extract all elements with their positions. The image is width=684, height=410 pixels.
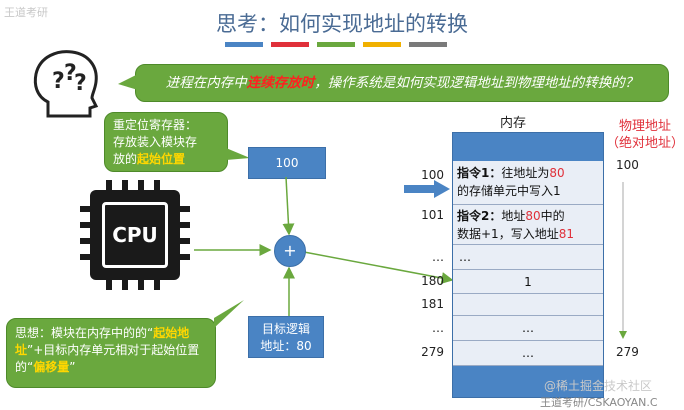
physical-label-line2: （绝对地址） xyxy=(606,136,684,151)
physical-label-line1: 物理地址 xyxy=(618,119,671,134)
svg-text:?: ? xyxy=(64,61,77,86)
cpu-pin xyxy=(180,238,190,244)
stripe-gray xyxy=(409,42,447,47)
instr1-text-a: 往地址为 xyxy=(501,166,550,180)
instr2-label: 指令2： xyxy=(457,209,502,223)
address-label: 100 xyxy=(421,168,444,182)
memory-cell-101: 指令2：地址80中的数据+1，写入地址81 xyxy=(453,205,603,245)
instr2-text-c: 数据+1，写入地址 xyxy=(457,227,559,241)
address-label: 180 xyxy=(421,274,444,288)
svg-text:?: ? xyxy=(52,69,65,94)
reloc-note-highlight: 起始位置 xyxy=(137,152,186,166)
cpu-pin xyxy=(80,254,90,260)
relocation-register-box: 100 xyxy=(248,147,326,179)
adder-circle: + xyxy=(274,235,306,267)
cpu-pin xyxy=(180,254,190,260)
thinking-head-icon: ? ? ? xyxy=(33,50,99,118)
title-underline-stripes xyxy=(225,42,447,47)
instr2-num2: 81 xyxy=(558,227,574,241)
address-label: 181 xyxy=(421,297,444,311)
watermark-juejin: @稀土掘金技术社区 xyxy=(544,379,653,393)
memory-cell-ellipsis: … xyxy=(453,245,603,270)
physical-address-top: 100 xyxy=(616,158,639,172)
logical-address-box: 目标逻辑 地址：80 xyxy=(248,316,324,358)
address-label: 279 xyxy=(421,345,444,359)
cpu-pin xyxy=(138,180,144,190)
idea-note-pointer xyxy=(214,300,244,328)
stripe-yellow xyxy=(363,42,401,47)
cpu-pin xyxy=(154,180,160,190)
question-highlight: 连续存放时 xyxy=(246,75,315,91)
question-suffix: ，操作系统是如何实现逻辑地址到物理地址的转换的？ xyxy=(314,75,639,91)
logical-addr-line1: 目标逻辑 xyxy=(261,322,310,336)
cpu-pin xyxy=(80,206,90,212)
instr2-num: 80 xyxy=(525,209,541,223)
address-label: … xyxy=(432,321,444,335)
instr2-text-b: 中的 xyxy=(540,209,565,223)
physical-address-bottom: 279 xyxy=(616,345,639,359)
reloc-note-pointer xyxy=(226,148,250,160)
idea-note: 思想：模块在内存中的的“起始地址”+目标内存单元相对于起始位置的“偏移量” xyxy=(6,318,216,388)
cpu-pin xyxy=(138,280,144,290)
idea-prefix: 思想：模块在内存中的的“ xyxy=(15,326,154,340)
relocation-register-note: 重定位寄存器： 存放装入模块存 放的起始位置 xyxy=(104,112,228,172)
memory-label: 内存 xyxy=(500,116,527,131)
corner-logo: 王道考研 xyxy=(4,6,48,19)
cpu-pin xyxy=(180,222,190,228)
cpu-pin xyxy=(80,238,90,244)
cpu-pin xyxy=(180,206,190,212)
physical-address-label: 物理地址 （绝对地址） xyxy=(606,118,684,152)
cpu-pins xyxy=(80,180,190,290)
stripe-blue xyxy=(225,42,263,47)
cpu-pin xyxy=(106,180,112,190)
instr1-label: 指令1： xyxy=(457,166,502,180)
instr2-text-a: 地址 xyxy=(501,209,526,223)
idea-highlight-offset: 偏移量 xyxy=(33,360,70,374)
cpu-pin xyxy=(106,280,112,290)
memory-cell-279: … xyxy=(453,341,603,366)
watermark-wangdao: 王道考研/CSKAOYAN.C xyxy=(540,396,658,409)
idea-mid: ”+目标内存单元相对于起始位置的“ xyxy=(15,343,200,374)
stripe-green xyxy=(317,42,355,47)
reloc-note-line1: 重定位寄存器： xyxy=(113,118,198,132)
cpu-label: CPU xyxy=(102,202,168,268)
memory-cell-180: 1 xyxy=(453,270,603,294)
cpu-pin xyxy=(80,222,90,228)
cpu-pin xyxy=(154,280,160,290)
address-label: … xyxy=(432,250,444,264)
reloc-note-line3: 放的起始位置 xyxy=(113,151,219,168)
current-instruction-arrow xyxy=(404,180,450,198)
idea-highlight-start: 起始地址 xyxy=(15,326,190,357)
slide-title: 思考：如何实现地址的转换 xyxy=(216,12,468,36)
memory-cell-181 xyxy=(453,294,603,316)
stripe-red xyxy=(271,42,309,47)
question-prefix: 进程在内存中 xyxy=(165,75,247,91)
address-label: 101 xyxy=(421,208,444,222)
idea-suffix: ” xyxy=(69,360,76,374)
question-banner: 进程在内存中连续存放时，操作系统是如何实现逻辑地址到物理地址的转换的？ xyxy=(135,64,669,102)
speech-pointer xyxy=(118,74,138,90)
cpu-pin xyxy=(122,180,128,190)
instr1-num: 80 xyxy=(549,166,565,180)
memory-cell-ellipsis: … xyxy=(453,316,603,341)
cpu-chip-icon: CPU xyxy=(90,190,180,280)
instr1-text-b: 的存储单元中写入1 xyxy=(457,184,561,198)
reloc-note-line3-prefix: 放的 xyxy=(113,152,138,166)
svg-text:?: ? xyxy=(74,71,87,96)
logical-addr-line2: 地址：80 xyxy=(260,339,312,353)
cpu-pin xyxy=(122,280,128,290)
memory-cell-100: 指令1：往地址为80 的存储单元中写入1 xyxy=(453,161,603,205)
reloc-note-line2: 存放装入模块存 xyxy=(113,135,198,149)
